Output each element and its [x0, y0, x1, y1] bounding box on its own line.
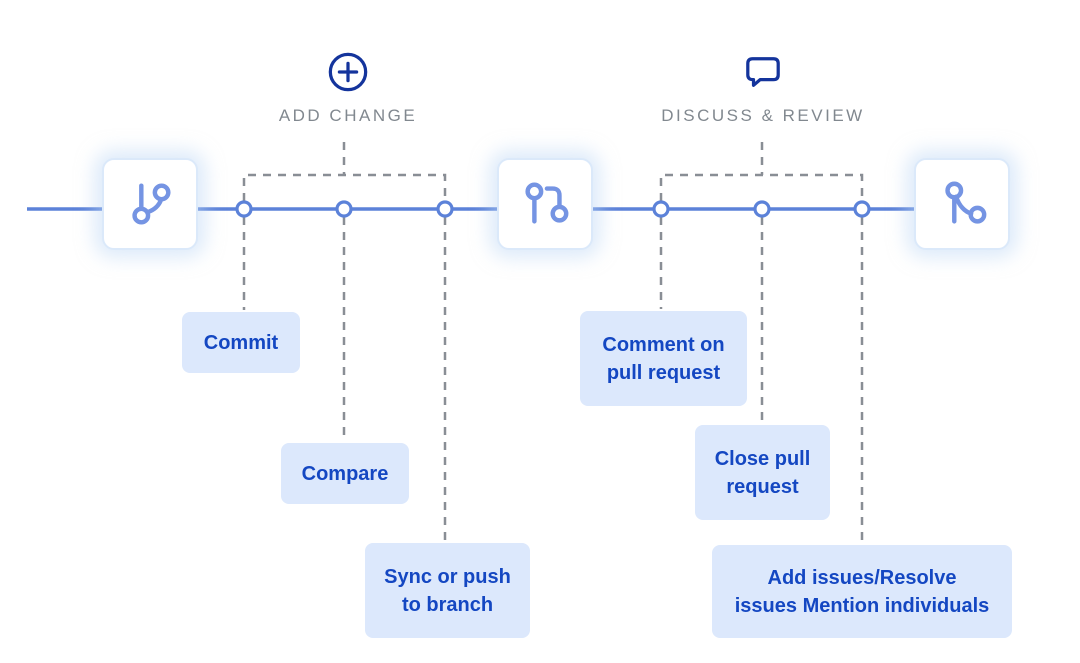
timeline-node [436, 200, 454, 218]
stage-icon-slot [744, 50, 782, 94]
git-branch-icon [132, 183, 171, 225]
timeline-node [335, 200, 353, 218]
milestone-pull-request [497, 158, 593, 250]
timeline-node [853, 200, 871, 218]
step-label-line: Sync or push [384, 565, 511, 588]
plus-circle-icon [328, 52, 368, 92]
step-label-line: to branch [401, 593, 494, 616]
step-label-line: Comment on [602, 333, 725, 356]
step-label-line: request [726, 475, 799, 498]
bracket-add-change [242, 173, 447, 201]
step-label: Compare [301, 462, 389, 485]
stage-label-discuss-review: DISCUSS & REVIEW [661, 106, 865, 125]
step-commit: Commit [182, 312, 300, 373]
stage-discuss-review: DISCUSS & REVIEW [653, 50, 873, 126]
step-label: Commit [203, 331, 279, 354]
step-label-line: Close pull [714, 447, 811, 470]
step-label-line: pull request [606, 361, 721, 384]
step-label-line: issues Mention individuals [734, 594, 990, 617]
git-pull-request-icon [525, 182, 569, 224]
timeline-node [235, 200, 253, 218]
step-compare: Compare [281, 443, 409, 504]
step-label-line: Add issues/Resolve [767, 566, 957, 589]
git-merge-icon [945, 181, 987, 224]
timeline-node [652, 200, 670, 218]
milestone-merge [914, 158, 1010, 250]
stage-label-add-change: ADD CHANGE [278, 106, 418, 125]
timeline-node [753, 200, 771, 218]
stage-icon-slot [327, 50, 369, 94]
step-close-pr: Close pull request [695, 425, 830, 520]
speech-bubble-icon [746, 57, 780, 87]
step-comment-pr: Comment on pull request [580, 311, 747, 406]
stage-add-change: ADD CHANGE [238, 50, 458, 126]
milestone-branch [102, 158, 198, 250]
step-issues-mentions: Add issues/Resolve issues Mention indivi… [712, 545, 1012, 638]
step-sync-push: Sync or push to branch [365, 543, 530, 638]
bracket-discuss-review [659, 173, 864, 201]
